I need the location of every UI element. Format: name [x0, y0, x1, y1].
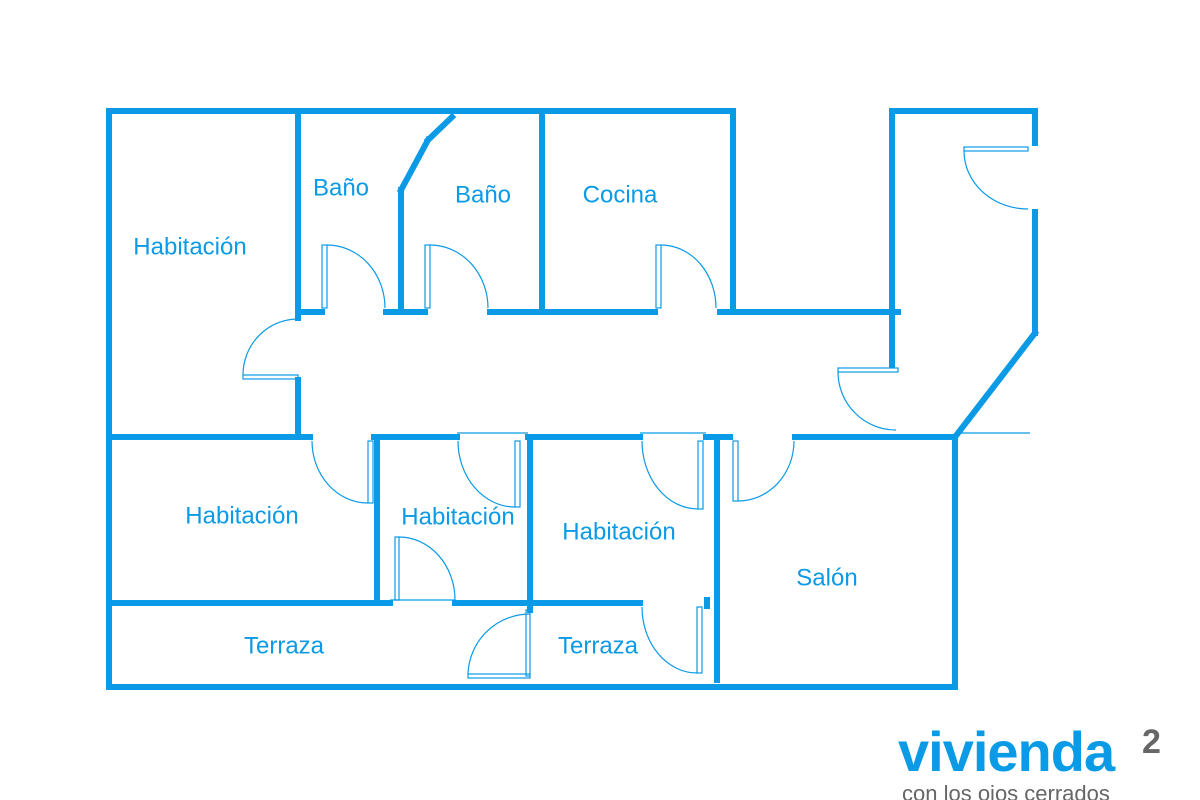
label-cocina: Cocina [583, 181, 658, 208]
wall-bano-diag-2 [423, 112, 457, 145]
door-habitacion-2 [311, 440, 374, 504]
label-habitacion-2: Habitación [185, 502, 298, 529]
wall-right-diagonal [950, 328, 1040, 442]
doors [242, 146, 1029, 679]
door-habitacion-3-top [457, 440, 521, 508]
label-salon: Salón [796, 564, 857, 591]
door-habitacion-4 [641, 440, 704, 510]
brand-superscript: 2 [1142, 723, 1161, 761]
brand-logo: vivienda 2 con los ojos cerrados [898, 722, 1198, 800]
label-bano-2: Baño [455, 181, 511, 208]
thin-lines [390, 432, 1030, 601]
door-salon [732, 440, 795, 502]
door-habitacion-3-terraza [394, 536, 456, 601]
wall-bano-diag-1 [396, 135, 433, 195]
door-entry-outer [963, 146, 1029, 210]
door-habitacion-1 [242, 318, 299, 380]
walls [106, 108, 1040, 690]
brand-tagline: con los ojos cerrados [902, 781, 1110, 800]
door-bano-2 [424, 244, 489, 309]
door-cocina [655, 244, 717, 309]
room-labels: Habitación Baño Baño Cocina Habitación H… [133, 174, 857, 659]
label-bano-1: Baño [313, 174, 369, 201]
label-habitacion-1: Habitación [133, 233, 246, 260]
door-entry-inner [837, 367, 899, 431]
door-terraza-2 [641, 606, 703, 674]
door-bano-1 [321, 244, 386, 309]
label-habitacion-4: Habitación [562, 518, 675, 545]
door-terraza-middle [467, 609, 531, 679]
brand-name: vivienda [898, 720, 1115, 783]
label-habitacion-3: Habitación [401, 503, 514, 530]
label-terraza-2: Terraza [558, 632, 639, 659]
label-terraza-1: Terraza [244, 632, 325, 659]
